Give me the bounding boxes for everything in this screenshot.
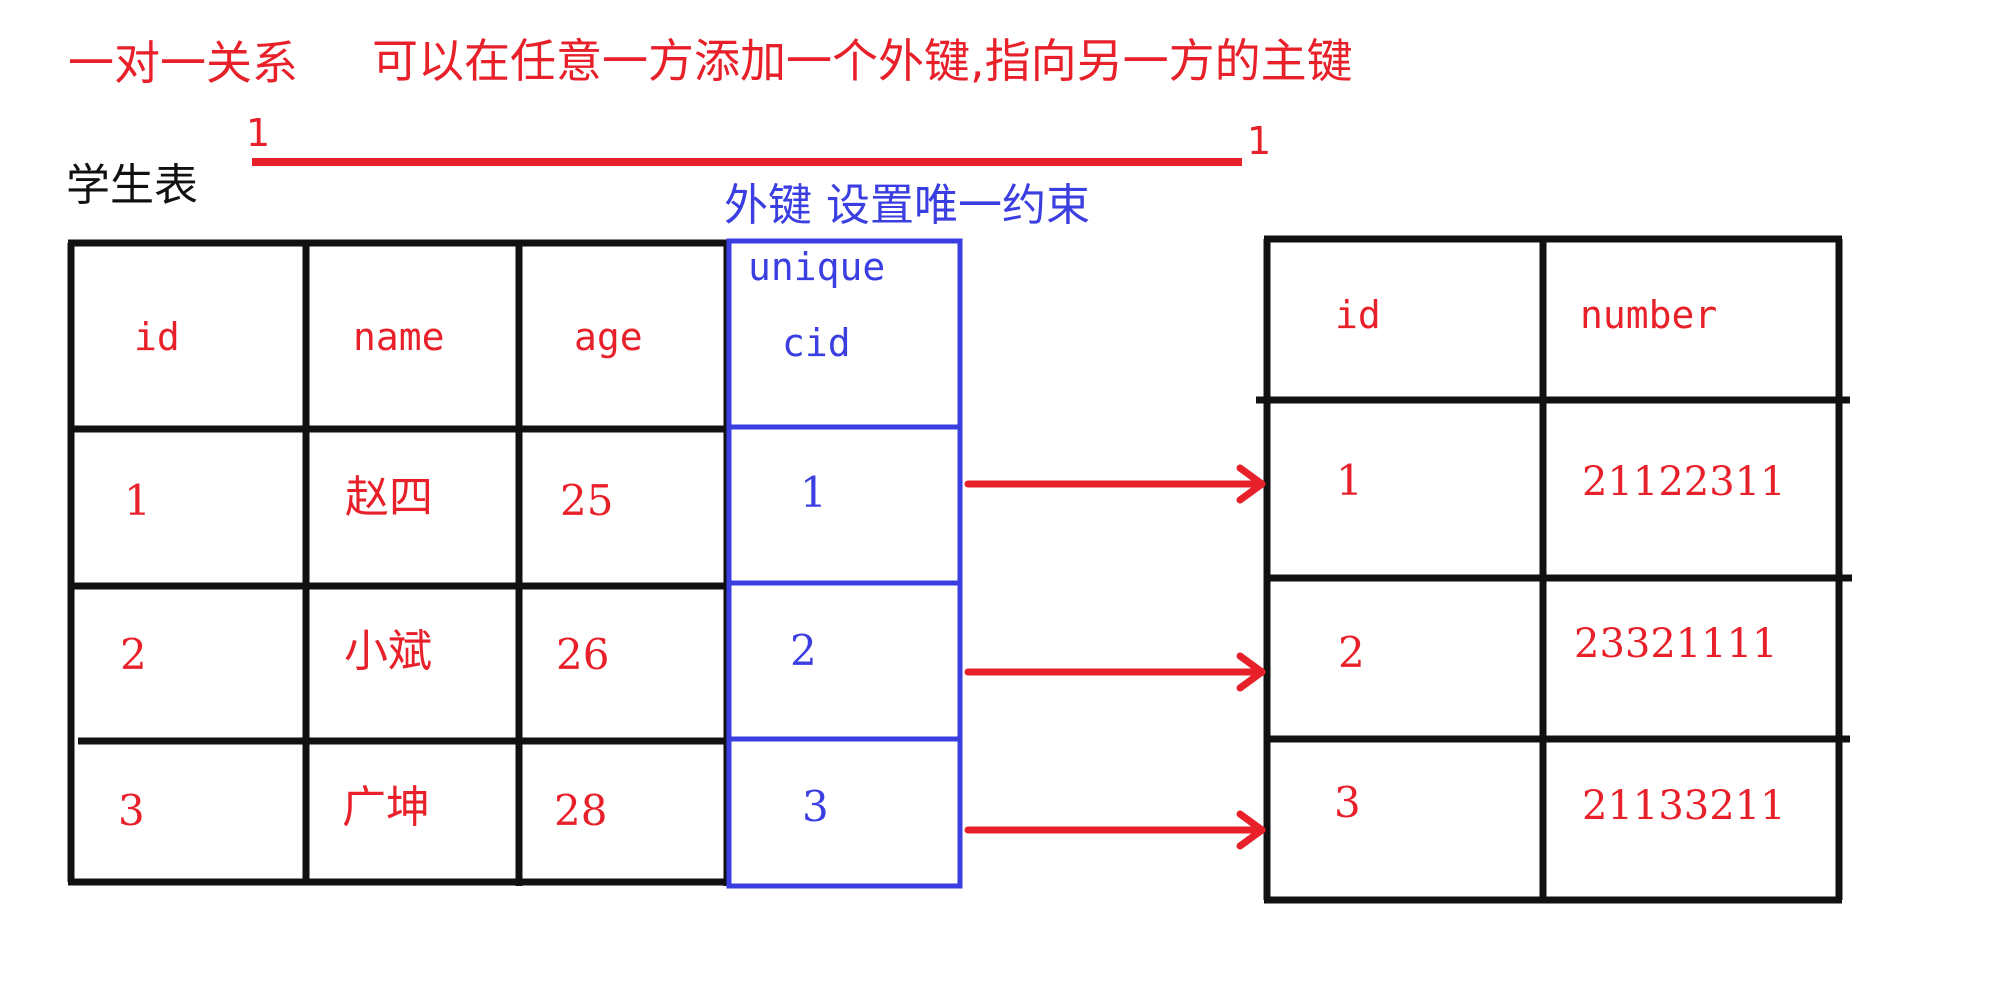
- arrow-row-2: [964, 652, 1266, 692]
- student-row3-id: 3: [118, 786, 145, 835]
- student-row1-cid: 1: [800, 468, 827, 517]
- student-row1-name: 赵四: [345, 472, 433, 523]
- student-row3-age: 28: [554, 786, 608, 835]
- student-row2-name: 小斌: [344, 626, 432, 677]
- id-card-header-id: id: [1335, 293, 1381, 337]
- student-header-age: age: [574, 315, 643, 359]
- student-row1-age: 25: [560, 476, 614, 525]
- student-row1-id: 1: [124, 476, 151, 525]
- id-card-row1-number: 21122311: [1582, 459, 1786, 505]
- id-card-row2-id: 2: [1338, 628, 1365, 677]
- student-row2-cid: 2: [790, 626, 817, 675]
- id-card-row1-id: 1: [1336, 456, 1363, 505]
- id-card-row2-number: 23321111: [1574, 621, 1778, 667]
- student-header-cid: cid: [782, 321, 851, 365]
- id-card-table-grid: [1256, 235, 1852, 904]
- student-header-name: name: [353, 315, 445, 359]
- id-card-header-number: number: [1580, 293, 1718, 337]
- id-card-row3-number: 21133211: [1582, 783, 1786, 829]
- arrow-row-1: [964, 464, 1266, 504]
- arrow-row-3: [964, 810, 1266, 850]
- student-header-id: id: [134, 315, 180, 359]
- foreign-key-note: 外键 设置唯一约束: [724, 180, 1090, 231]
- relation-heading: 一对一关系: [68, 36, 298, 90]
- reference-arrows: [964, 464, 1266, 850]
- cid-column-border: [726, 238, 963, 889]
- student-row2-age: 26: [556, 630, 610, 679]
- description-heading: 可以在任意一方添加一个外键,指向另一方的主键: [372, 34, 1353, 88]
- student-row3-cid: 3: [802, 782, 829, 831]
- unique-label: unique: [748, 245, 886, 289]
- student-table-title: 学生表: [66, 160, 198, 211]
- student-row3-name: 广坤: [342, 782, 430, 833]
- student-row2-id: 2: [120, 630, 147, 679]
- id-card-row3-id: 3: [1334, 778, 1361, 827]
- cardinality-left: 1: [246, 111, 271, 155]
- cardinality-right: 1: [1247, 119, 1272, 163]
